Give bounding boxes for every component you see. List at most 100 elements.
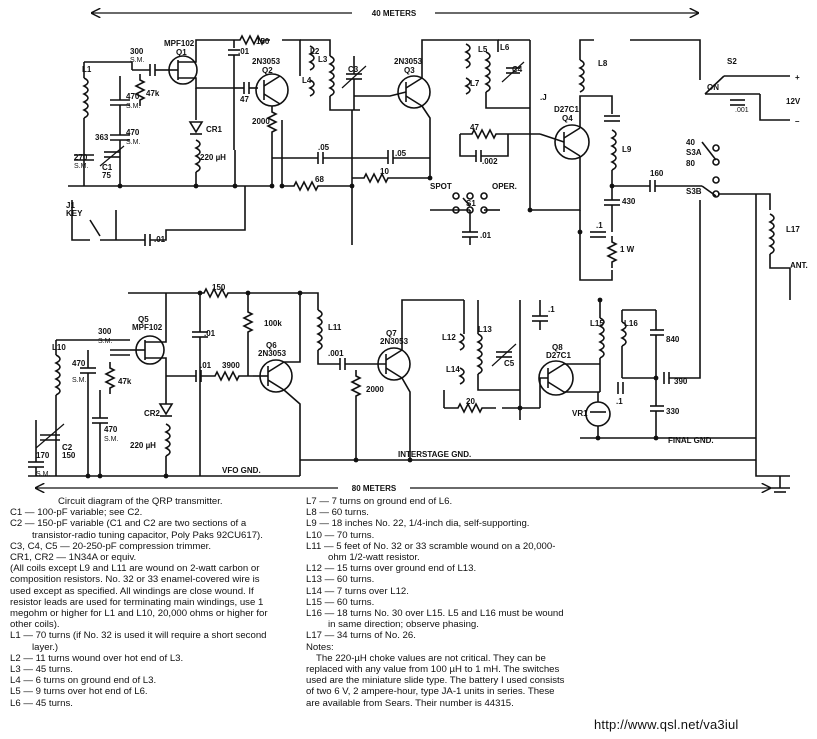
note-coil-construction: (All coils except L9 and L11 are wound o… (10, 563, 268, 631)
q3-type: 2N3053 (394, 57, 423, 66)
notes-body: The 220-µH choke values are not critical… (306, 652, 565, 709)
bot-l10: L10 (52, 343, 66, 352)
top-cr1: CR1 (206, 125, 223, 134)
note-l10: L10 — 70 turns. (306, 529, 375, 541)
q7-type: 2N3053 (380, 337, 409, 346)
bot-cr2: CR2 (144, 409, 161, 418)
supply-plus: + (795, 73, 800, 82)
band-40m-marker: 40 METERS (92, 9, 698, 18)
supply-voltage: 12V (786, 97, 801, 106)
notes-title: Notes: (306, 641, 334, 653)
top-c05b: .05 (395, 149, 407, 158)
figure-caption: Circuit diagram of the QRP transmitter. (58, 496, 223, 507)
q4-ref: Q4 (562, 114, 573, 123)
bot-r100k: 100k (264, 319, 282, 328)
q5-type: MPF102 (132, 323, 163, 332)
q1-ref: Q1 (176, 48, 187, 57)
q1-type: MPF102 (164, 39, 195, 48)
parts-list-column-2: L7 — 7 turns on ground end of L6. L8 — 6… (306, 496, 568, 709)
note-l16: L16 — 18 turns No. 30 over L15. L5 and L… (306, 608, 564, 631)
sw-s3b: S3B (686, 187, 702, 196)
q5-ref: Q5 (138, 315, 149, 324)
bot-l11: L11 (328, 323, 342, 332)
top-c470b: 470 (126, 128, 140, 137)
bot-c1b: .1 (616, 397, 623, 406)
top-c01c: .01 (154, 235, 166, 244)
junction-dots (85, 175, 659, 479)
bot-c390: 390 (674, 377, 688, 386)
top-ant: ANT. (790, 261, 808, 270)
bottom-chain (28, 194, 790, 493)
top-c470a-sm: S.M. (126, 103, 140, 110)
top-l5: L5 (478, 45, 488, 54)
top-c05: .05 (318, 143, 330, 152)
top-c300: 300 (130, 47, 144, 56)
source-url: http://www.qsl.net/va3iul (594, 717, 739, 732)
note-l3: L3 — 45 turns. (10, 664, 73, 676)
bot-c170-sm: S.M. (36, 471, 50, 478)
top-c470a: 470 (126, 92, 140, 101)
note-l11: L11 — 5 feet of No. 32 or 33 scramble wo… (306, 540, 556, 564)
top-c01b: .01 (480, 231, 492, 240)
bot-l16: L16 (624, 319, 638, 328)
bot-l12: L12 (442, 333, 456, 342)
bot-c470a: 470 (72, 359, 86, 368)
top-c363: 363 (95, 133, 109, 142)
top-c1: C1 (102, 163, 113, 172)
top-r10: 10 (380, 167, 389, 176)
q6-ref: Q6 (266, 341, 277, 350)
top-c1b: .1 (596, 221, 603, 230)
note-cr1-cr2: CR1, CR2 — 1N34A or equiv. (10, 552, 137, 564)
bot-r3900: 3900 (222, 361, 240, 370)
top-l9: L9 (622, 145, 632, 154)
top-c1-value: 75 (102, 171, 111, 180)
sw-s1: S1 (466, 199, 476, 208)
top-j1: J1 (66, 201, 75, 210)
note-l4: L4 — 6 turns on ground end of L3. (10, 675, 157, 687)
note-c2: C2 — 150-pF variable (C1 and C2 are two … (10, 518, 263, 541)
bot-c5: C5 (504, 359, 515, 368)
top-l2: L2 (310, 47, 320, 56)
bot-c01: .01 (204, 329, 216, 338)
top-l6: L6 (500, 43, 510, 52)
bot-r2000: 2000 (366, 385, 384, 394)
top-choke: 220 µH (200, 153, 226, 162)
note-l5: L5 — 9 turns over hot end of L6. (10, 686, 148, 698)
supply-minus: – (795, 117, 800, 126)
bot-c01b: .01 (200, 361, 212, 370)
bot-c1: .1 (548, 305, 555, 314)
bot-choke: 220 µH (130, 441, 156, 450)
note-l7: L7 — 7 turns on ground end of L6. (306, 496, 453, 507)
band-80m-label: 80 METERS (352, 484, 397, 493)
note-l1: L1 — 70 turns (if No. 32 is used it will… (10, 630, 267, 653)
bot-r20: 20 (466, 397, 475, 406)
bot-vr1: VR1 (572, 409, 588, 418)
top-c300-sm: S.M. (130, 57, 144, 64)
final-gnd-label: FINAL GND. (668, 436, 714, 445)
bot-l14: L14 (446, 365, 460, 374)
top-c270: 270 (74, 153, 88, 162)
band-80m-marker: 80 METERS (36, 484, 770, 493)
top-c47: 47 (240, 95, 249, 104)
bot-c330: 330 (666, 407, 680, 416)
top-l1: L1 (82, 65, 92, 74)
bot-c470a-sm: S.M. (72, 377, 86, 384)
top-c430: 430 (622, 197, 636, 206)
q6-type: 2N3053 (258, 349, 287, 358)
schematic-diagram: 40 METERS 80 METERS (28, 0, 808, 493)
top-key: KEY (66, 209, 83, 218)
top-c270-sm: S.M. (74, 163, 88, 170)
vfo-gnd-label: VFO GND. (222, 466, 261, 475)
top-r1w: 1 W (620, 245, 635, 254)
top-c4: C4 (512, 65, 523, 74)
top-r47: 47 (470, 123, 479, 132)
q8-type: D27C1 (546, 351, 571, 360)
bot-r47k: 47k (118, 377, 132, 386)
bot-c840: 840 (666, 335, 680, 344)
switch-on: ON (707, 83, 719, 92)
note-l6: L6 — 45 turns. (10, 697, 73, 709)
top-chain (68, 34, 791, 300)
parts-list-column-1: Circuit diagram of the QRP transmitter. … (10, 496, 276, 709)
bot-c470b-sm: S.M. (104, 436, 118, 443)
bot-l13: L13 (478, 325, 492, 334)
